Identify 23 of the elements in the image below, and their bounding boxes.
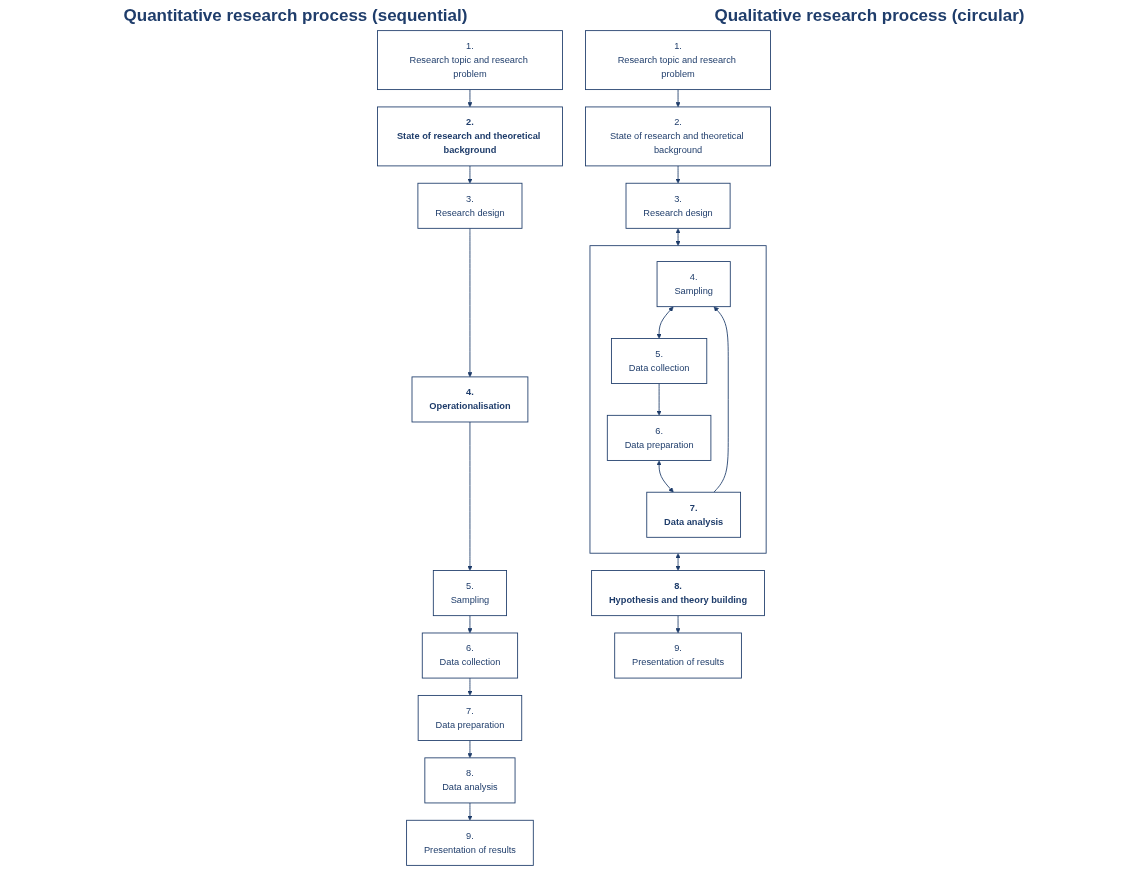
node-box: 1. Research topic and research problem: [585, 30, 771, 91]
arrow: [675, 228, 681, 246]
node-box: 7. Data preparation: [417, 695, 523, 741]
node-box: 9. Presentation of results: [614, 632, 742, 679]
node-box: 1. Research topic and research problem: [377, 30, 563, 91]
node-box: 4. Sampling: [656, 261, 731, 308]
node-box: 7. Data analysis: [646, 491, 741, 538]
arrow: [675, 553, 681, 571]
node-box: 5. Sampling: [432, 570, 507, 617]
node-box: 9. Presentation of results: [406, 819, 534, 866]
column-heading: Quantitative research process (sequential): [123, 6, 468, 26]
node-box: 6. Data preparation: [606, 414, 712, 461]
node-box: 8. Hypothesis and theory building: [591, 570, 765, 617]
node-box: 3. Research design: [417, 182, 523, 229]
node-box: 6. Data collection: [421, 632, 519, 679]
node-box: 8. Data analysis: [424, 757, 516, 804]
column-heading: Qualitative research process (circular): [714, 6, 1025, 26]
node-box: 2. State of research and theoretical background: [377, 106, 563, 167]
node-box: 5. Data collection: [611, 338, 708, 384]
cluster: [589, 245, 767, 554]
node-box: 4. Operationalisation: [411, 376, 529, 423]
node-box: 2. State of research and theoretical background: [585, 106, 771, 167]
node-box: 3. Research design: [625, 182, 731, 229]
